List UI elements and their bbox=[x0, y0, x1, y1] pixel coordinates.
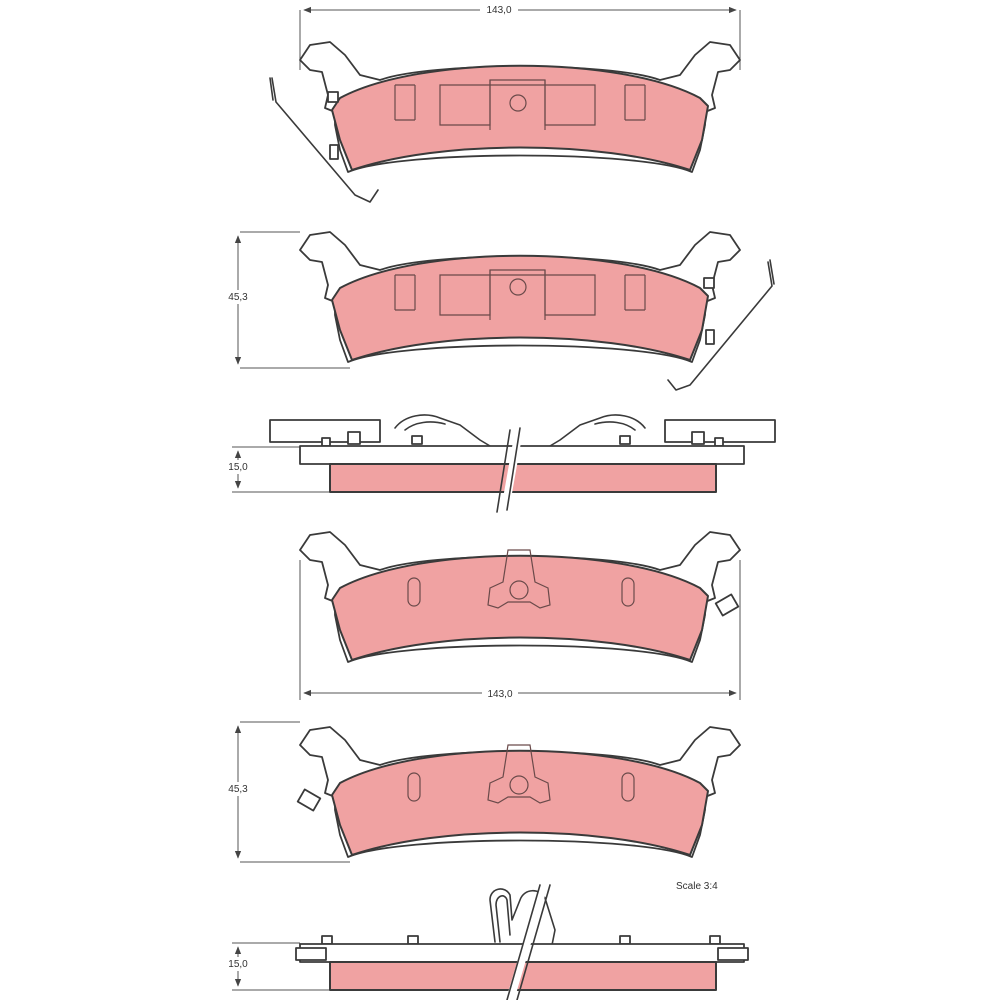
view-1-front-with-wear-clip: 143,0 bbox=[269, 2, 741, 203]
dimension-height-view5: 45,3 bbox=[224, 721, 350, 863]
view-4-back-view: 143,0 bbox=[299, 531, 741, 700]
dimension-thickness-view6-label: 15,0 bbox=[228, 959, 248, 970]
dimension-width-view4-label: 143,0 bbox=[487, 689, 512, 700]
view-3-edge-view-with-clips: 15,0 bbox=[224, 414, 776, 519]
dimension-height-view5-label: 45,3 bbox=[228, 784, 248, 795]
view-6-edge-view-with-clip: 15,0 bbox=[224, 883, 749, 1000]
dimension-thickness-view3: 15,0 bbox=[224, 446, 330, 493]
dimension-thickness-view3-label: 15,0 bbox=[228, 462, 248, 473]
dimension-height-view2: 45,3 bbox=[224, 231, 350, 369]
view-5-back-view-with-clip: 45,3 Scale 3:4 bbox=[224, 721, 741, 892]
scale-note: Scale 3:4 bbox=[676, 881, 718, 892]
view-2-front-with-wear-clip-right: 45,3 bbox=[224, 231, 775, 391]
dimension-width-view4: 143,0 bbox=[299, 560, 741, 700]
dimension-height-view2-label: 45,3 bbox=[228, 292, 248, 303]
dimension-thickness-view6: 15,0 bbox=[224, 942, 330, 991]
dimension-width-top: 143,0 bbox=[299, 2, 741, 70]
friction-pad-3 bbox=[329, 463, 717, 493]
dimension-width-top-label: 143,0 bbox=[486, 5, 511, 16]
